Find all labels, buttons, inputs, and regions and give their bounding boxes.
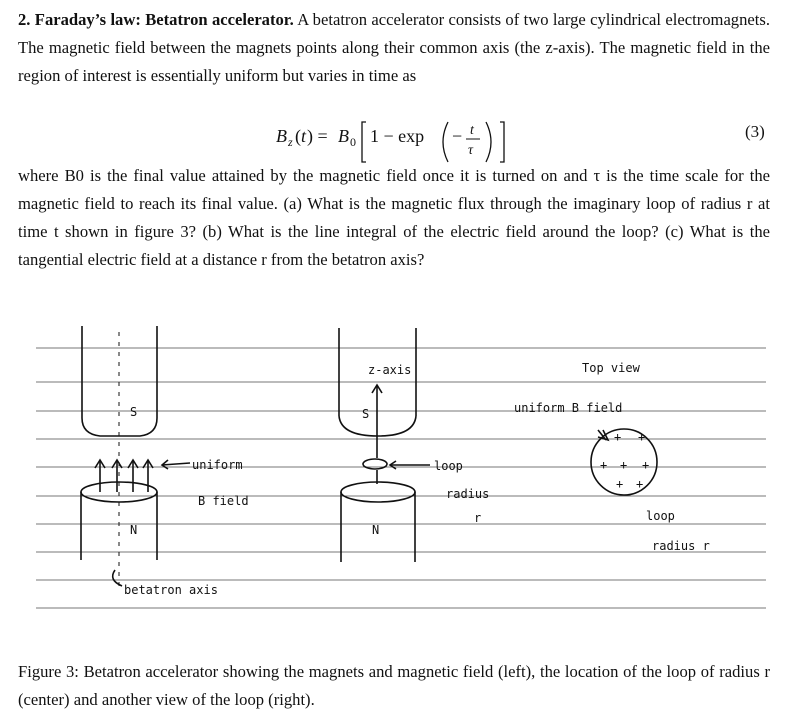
svg-text:) =: ) =	[307, 126, 328, 147]
svg-text:z: z	[287, 135, 293, 149]
svg-text:0: 0	[350, 135, 356, 149]
svg-text:(: (	[295, 126, 301, 147]
center-loop-label-line1: loop	[434, 459, 463, 473]
svg-text:+: +	[616, 477, 623, 491]
center-magnets	[338, 328, 430, 562]
right-loop-label-line2: radius r	[652, 539, 710, 553]
left-field-label-line1: uniform	[192, 458, 243, 472]
svg-text:+: +	[620, 458, 627, 472]
left-field-label-line2: B field	[198, 494, 249, 508]
center-magnet-top-label: S	[362, 407, 369, 421]
right-title: Top view	[582, 361, 641, 375]
svg-text:t: t	[301, 126, 307, 146]
problem-questions: where B0 is the final value attained by …	[18, 166, 770, 269]
svg-text:t: t	[470, 123, 475, 138]
equation-number: (3)	[745, 122, 765, 141]
svg-text:−: −	[452, 126, 462, 146]
center-magnet-bottom-label: N	[372, 523, 379, 537]
svg-text:1 − exp: 1 − exp	[370, 126, 424, 146]
problem-intro: A betatron accelerator consists of two l…	[18, 10, 770, 85]
ruled-lines	[36, 347, 766, 609]
svg-text:+: +	[614, 430, 621, 444]
problem-heading: 2. Faraday’s law: Betatron accelerator.	[18, 10, 294, 29]
equation-body: B z ( t ) = B 0 1 − exp − t τ	[276, 118, 536, 173]
figure-caption: Figure 3: Betatron accelerator showing t…	[18, 662, 770, 709]
problem-intro-paragraph: 2. Faraday’s law: Betatron accelerator. …	[18, 6, 770, 90]
left-magnet-bottom-label: N	[130, 523, 137, 537]
svg-text:+: +	[636, 477, 643, 491]
right-loop-label-line1: loop	[646, 509, 675, 523]
svg-text:+: +	[600, 458, 607, 472]
left-magnets	[80, 326, 191, 587]
svg-text:τ: τ	[468, 143, 474, 158]
svg-text:B: B	[276, 126, 287, 146]
right-loop	[590, 428, 658, 496]
left-axis-label: betatron axis	[124, 583, 218, 597]
svg-text:+: +	[638, 430, 645, 444]
svg-text:+: +	[642, 458, 649, 472]
right-field-label: uniform B field	[514, 401, 622, 415]
center-loop-label-line2: radius	[446, 487, 489, 501]
betatron-figure: S N uniform B field betatron axis S N z-…	[36, 326, 766, 609]
equation-svg: B z ( t ) = B 0 1 − exp − t τ	[276, 121, 505, 163]
right-plus-signs: + + + + + + +	[600, 430, 649, 491]
svg-text:B: B	[338, 126, 349, 146]
equation-3: B z ( t ) = B 0 1 − exp − t τ (3)	[0, 108, 792, 163]
center-axis-label: z-axis	[368, 363, 411, 377]
center-loop-label-line3: r	[474, 511, 481, 525]
left-magnet-top-label: S	[130, 405, 137, 419]
